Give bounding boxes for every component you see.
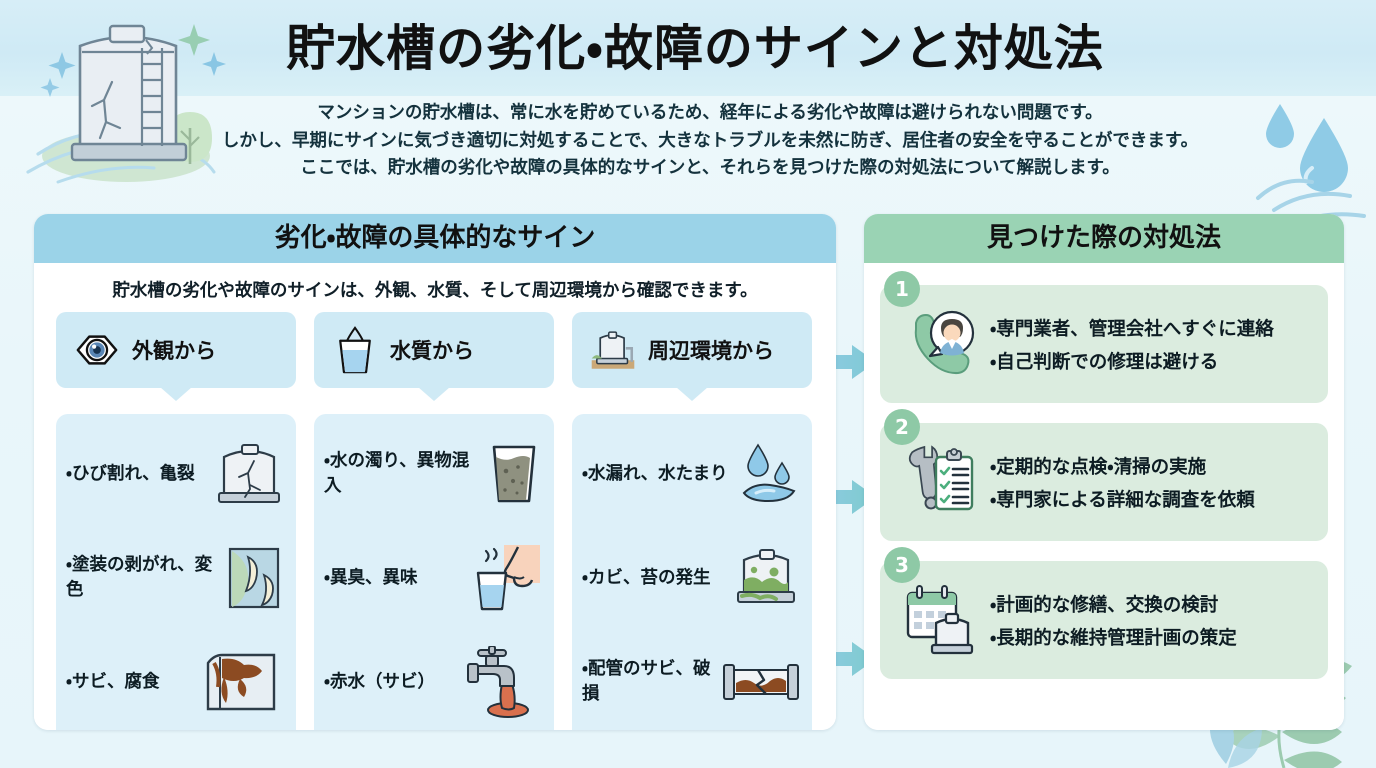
broken-pipe-icon [723,664,799,700]
sign-item: ・配管のサビ、破損 [582,645,800,719]
flow-arrow-2 [822,480,876,514]
sign-item: ・異臭、異味 [324,541,542,615]
sign-column-appearance: 外観から ・ひび割れ、亀裂 [56,312,296,730]
sign-column-header-appearance[interactable]: 外観から [56,312,296,388]
mossy-tank-icon [737,549,795,603]
rusty-faucet-icon [467,646,529,718]
signs-panel: 劣化・故障の具体的なサイン 貯水槽の劣化や故障のサインは、外観、水質、そして周辺… [34,214,836,730]
signs-lead-text: 貯水槽の劣化や故障のサインは、外観、水質、そして周辺環境から確認できます。 [112,281,758,301]
intro-line-3: ここでは、貯水槽の劣化や故障の具体的なサインと、それらを見つけた際の対処法につい… [300,158,1120,178]
actions-panel-body: 1 ・専門業者、管理会社へすぐに連絡 ・自己判断での修理は避ける [864,263,1344,730]
cracked-tank-icon [218,444,280,503]
step-line: ・専門業者、管理会社へすぐに連絡 [990,318,1274,340]
step-line: ・自己判断での修理は避ける [990,351,1219,373]
wrench-checklist-icon [908,445,974,511]
actions-panel-header: 見つけた際の対処法 [864,214,1344,263]
panels-row: 劣化・故障の具体的なサイン 貯水槽の劣化や故障のサインは、外観、水質、そして周辺… [34,214,1344,730]
sign-column-label: 外観から [132,339,216,363]
flow-arrow-3 [822,642,876,676]
step-line: ・長期的な維持管理計画の策定 [990,627,1237,649]
step-number-badge: 1 [884,271,920,307]
sign-item: ・カビ、苔の発生 [582,541,800,615]
intro-line-1: マンションの貯水槽は、常に水を貯めているため、経年による劣化や故障は避けられない… [317,103,1103,123]
calendar-tank-icon [906,585,974,655]
step-line: ・専門家による詳細な調査を依頼 [990,489,1255,511]
action-step-2[interactable]: 2 [880,409,1328,541]
rust-corrosion-icon [206,653,276,711]
sign-item-text: ・水の濁り、異物混入 [324,451,470,496]
sign-item-text: ・異臭、異味 [324,567,418,588]
step-line: ・定期的な点検・清掃の実施 [990,456,1207,478]
sign-column-label: 周辺環境から [648,339,774,363]
header-background-band [0,0,1376,96]
page-title: 貯水槽の劣化・故障のサインと対処法 [286,20,1104,77]
step-number-badge: 3 [884,547,920,583]
sign-column-header-water-quality[interactable]: 水質から [314,312,554,388]
action-step-1[interactable]: 1 ・専門業者、管理会社へすぐに連絡 ・自己判断での修理は避ける [880,271,1328,403]
sign-item: ・ひび割れ、亀裂 [66,437,284,511]
intro-paragraph: マンションの貯水槽は、常に水を貯めているため、経年による劣化や故障は避けられない… [150,100,1270,183]
peeling-paint-icon [228,547,280,609]
phone-support-icon [914,310,975,375]
sign-column-surroundings: 周辺環境から ・水漏れ、水たまり [572,312,812,730]
step-lines: ・計画的な修繕、交換の検討 ・長期的な維持管理計画の策定 [990,591,1237,650]
sign-item: ・赤水（サビ） [324,645,542,719]
sign-item-text: ・サビ、腐食 [66,671,160,692]
step-line: ・計画的な修繕、交換の検討 [990,594,1219,616]
eye-icon [76,335,118,365]
murky-water-glass-icon [492,445,536,503]
sign-item-text: ・配管のサビ、破損 [582,659,711,704]
sign-column-water-quality: 水質から ・水の濁り、異物混入 [314,312,554,730]
sign-item: ・水の濁り、異物混入 [324,437,542,511]
signs-columns: 外観から ・ひび割れ、亀裂 [34,312,836,730]
sign-item-text: ・ひび割れ、亀裂 [66,463,195,484]
step-lines: ・専門業者、管理会社へすぐに連絡 ・自己判断での修理は避ける [990,315,1274,374]
action-step-3[interactable]: 3 ・計画的な修 [880,547,1328,679]
water-tank-icon [591,331,635,369]
water-glass-icon [339,326,371,374]
step-lines: ・定期的な点検・清掃の実施 ・専門家による詳細な調査を依頼 [990,453,1255,512]
sign-items-card-water-quality: ・水の濁り、異物混入 ・異臭、異味 [314,414,554,730]
signs-panel-header: 劣化・故障の具体的なサイン [34,214,836,263]
step-number-badge: 2 [884,409,920,445]
sign-item-text: ・水漏れ、水たまり [582,463,728,484]
steps-list: 1 ・専門業者、管理会社へすぐに連絡 ・自己判断での修理は避ける [864,263,1344,695]
sign-item: ・塗装の剥がれ、変色 [66,541,284,615]
sign-column-label: 水質から [390,339,474,363]
sign-item-text: ・カビ、苔の発生 [582,567,711,588]
sign-item-text: ・塗装の剥がれ、変色 [66,555,213,600]
sign-items-card-surroundings: ・水漏れ、水たまり ・カビ、苔の発生 [572,414,812,730]
actions-panel: 見つけた際の対処法 1 ・専門業者、管理会社へ [864,214,1344,730]
flow-arrow-1 [822,345,876,379]
sign-item: ・サビ、腐食 [66,645,284,719]
sign-item-text: ・赤水（サビ） [324,671,435,692]
sign-column-header-surroundings[interactable]: 周辺環境から [572,312,812,388]
sign-items-card-appearance: ・ひび割れ、亀裂 ・塗装の剥がれ、変色 [56,414,296,730]
intro-line-2: しかし、早期にサインに気づき適切に対処することで、大きなトラブルを未然に防ぎ、居… [221,130,1199,151]
leak-puddle-icon [742,443,796,503]
signs-panel-body: 貯水槽の劣化や故障のサインは、外観、水質、そして周辺環境から確認できます。 外観… [34,263,836,730]
nose-smell-icon [476,545,540,611]
sign-item: ・水漏れ、水たまり [582,437,800,511]
